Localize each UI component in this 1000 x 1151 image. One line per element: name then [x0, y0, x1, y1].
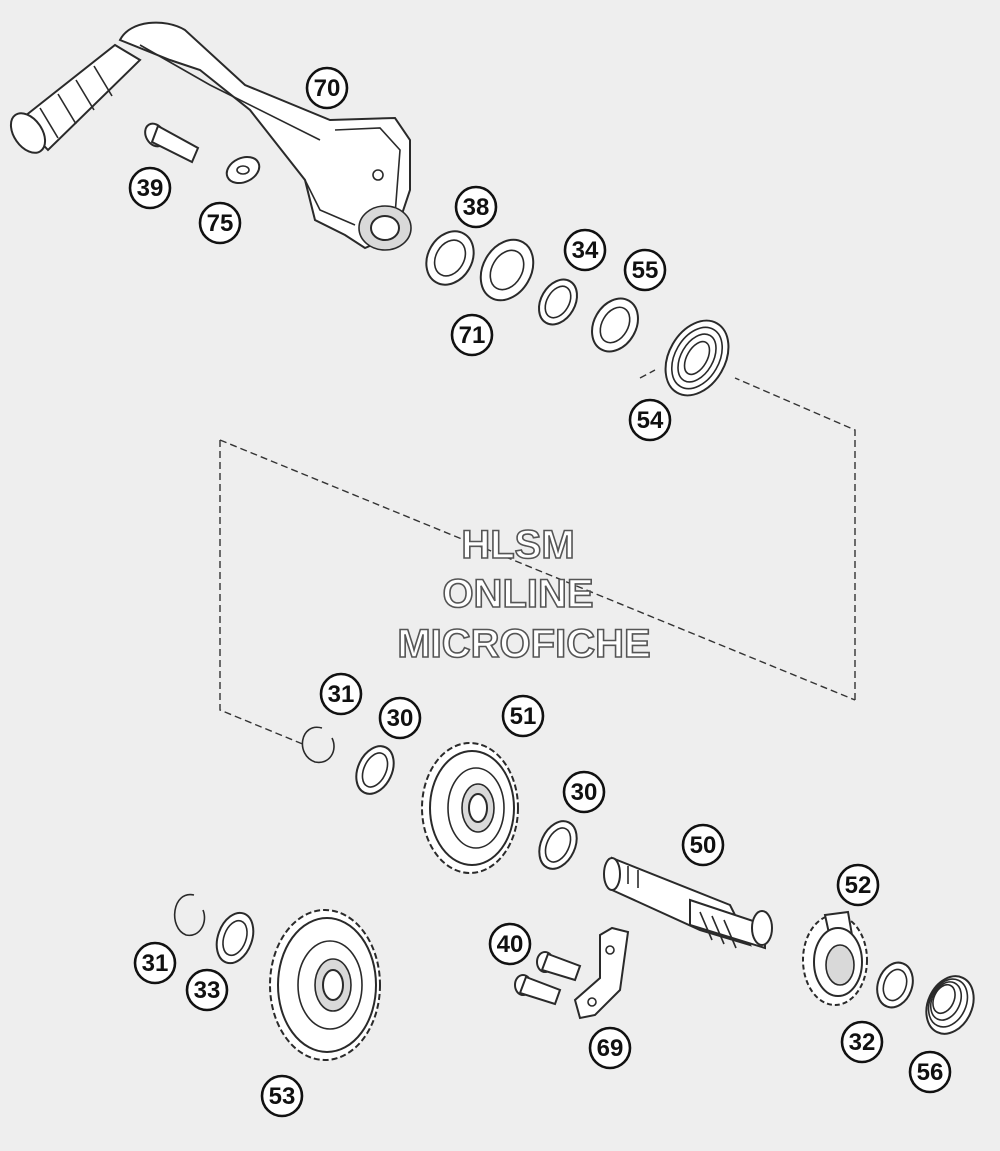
callout-55-label: 55: [632, 257, 659, 284]
watermark-line1: HLSM: [461, 523, 574, 567]
bushing-38: [425, 230, 475, 286]
washer-33: [215, 911, 255, 965]
circlip-31-upper: [301, 726, 335, 764]
callout-32-label: 32: [849, 1029, 876, 1056]
callout-30-lower-label: 30: [571, 779, 598, 806]
callout-51[interactable]: 51: [501, 694, 545, 738]
bolt-39: [144, 122, 200, 164]
callout-75[interactable]: 75: [198, 201, 242, 245]
callout-69[interactable]: 69: [588, 1026, 632, 1070]
washer-30-upper: [355, 745, 395, 795]
gear-53: [269, 909, 381, 1061]
callout-70[interactable]: 70: [305, 66, 349, 110]
callout-56-label: 56: [917, 1059, 944, 1086]
callout-38[interactable]: 38: [454, 185, 498, 229]
callout-54[interactable]: 54: [628, 398, 672, 442]
ratchet-gear-52: [802, 910, 868, 1006]
callout-40[interactable]: 40: [488, 922, 532, 966]
callout-50-label: 50: [690, 832, 717, 859]
callout-69-label: 69: [597, 1035, 624, 1062]
callout-71-label: 71: [459, 322, 486, 349]
callout-53[interactable]: 53: [260, 1074, 304, 1118]
callout-71[interactable]: 71: [450, 313, 494, 357]
callout-54-label: 54: [637, 407, 664, 434]
callout-40-label: 40: [497, 931, 524, 958]
callout-31-upper[interactable]: 31: [319, 672, 363, 716]
bushing-71: [479, 238, 535, 302]
washer-34: [538, 278, 578, 326]
callout-31-upper-label: 31: [328, 681, 355, 708]
callout-30-lower[interactable]: 30: [562, 770, 606, 814]
stop-plate-69: [573, 926, 630, 1020]
callout-53-label: 53: [269, 1083, 296, 1110]
spring-54: [664, 319, 730, 397]
washer-32: [876, 961, 914, 1009]
callout-55[interactable]: 55: [623, 248, 667, 292]
kick-shaft-50: [603, 856, 773, 950]
watermark-line3: MICROFICHE: [397, 622, 650, 666]
callout-52[interactable]: 52: [836, 863, 880, 907]
spring-56: [925, 975, 975, 1035]
callout-34[interactable]: 34: [563, 228, 607, 272]
callout-56[interactable]: 56: [908, 1050, 952, 1094]
watermark-line2: ONLINE: [442, 572, 593, 616]
bolts-40: [514, 951, 582, 1006]
callouts: 70 39 75 38 34 55 71 54 31 30 51 30 50 5…: [128, 66, 952, 1118]
callout-34-label: 34: [572, 237, 599, 264]
callout-52-label: 52: [845, 872, 872, 899]
callout-39-label: 39: [137, 175, 164, 202]
watermark: HLSM ONLINE MICROFICHE: [397, 522, 652, 667]
callout-51-label: 51: [510, 703, 537, 730]
callout-32[interactable]: 32: [840, 1020, 884, 1064]
idler-gear-51: [421, 742, 519, 874]
callout-33-label: 33: [194, 977, 221, 1004]
callout-31-lower-label: 31: [142, 950, 169, 977]
callout-30-upper-label: 30: [387, 705, 414, 732]
callout-30-upper[interactable]: 30: [378, 696, 422, 740]
bushing-55: [591, 297, 639, 353]
circlip-31-lower: [173, 894, 206, 937]
callout-33[interactable]: 33: [185, 968, 229, 1012]
callout-39[interactable]: 39: [128, 166, 172, 210]
callout-50[interactable]: 50: [681, 823, 725, 867]
callout-31-lower[interactable]: 31: [133, 941, 177, 985]
kick-starter-lever: [9, 21, 412, 251]
assembly-lines: [219, 369, 856, 746]
callout-70-label: 70: [314, 75, 341, 102]
washer-30-lower: [538, 820, 578, 870]
callout-38-label: 38: [463, 194, 490, 221]
washer-75: [225, 155, 261, 185]
callout-75-label: 75: [207, 210, 234, 237]
